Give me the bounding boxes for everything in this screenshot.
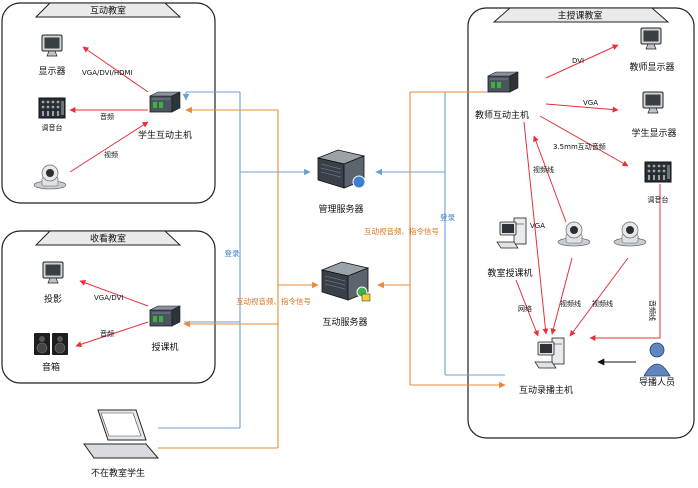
student-display-label: 学生显示器	[631, 127, 676, 139]
room-watch: 收看教室	[1, 230, 216, 384]
director-label: 导播人员	[639, 376, 675, 388]
audio-line-label: 音频线	[648, 300, 657, 321]
video1-label: 视频	[104, 150, 118, 159]
interactive-server-label: 互动服务器	[322, 316, 367, 328]
host-icon	[149, 91, 181, 113]
teacher-host-label: 教师互动主机	[475, 109, 529, 121]
recording-host-label: 互动录播主机	[519, 384, 573, 396]
link-speaker	[75, 321, 149, 348]
teaching-host-device: 授课机	[149, 305, 181, 353]
room-main-title: 主授课教室	[557, 10, 602, 22]
room-interactive-title: 互动教室	[90, 5, 126, 17]
room-watch-title: 收看教室	[90, 233, 126, 245]
link-projector	[79, 280, 149, 307]
host-icon	[487, 71, 519, 93]
network-label: 网络	[518, 304, 532, 313]
director-device: 导播人员	[639, 342, 675, 388]
mixer-left-device: 调音台	[38, 97, 66, 132]
mixer-icon	[38, 97, 66, 119]
audio2-label: 音频	[100, 329, 114, 338]
teaching-host-label: 授课机	[151, 341, 178, 353]
mixer-left-label: 调音台	[42, 123, 63, 132]
student-host-label: 学生互动主机	[138, 129, 192, 141]
mixer-right-device: 调音台	[644, 161, 672, 204]
link-camera-left	[69, 121, 149, 173]
audio35-label: 3.5mm互动音频	[553, 142, 606, 151]
vga1-label: VGA	[583, 99, 598, 107]
link-display	[82, 46, 149, 93]
host-icon	[149, 305, 181, 327]
vga-dvi-label: VGA/DVI	[94, 294, 123, 302]
projector-label: 投影	[44, 293, 62, 305]
video-line1-label: 视频线	[533, 165, 554, 174]
teacher-host-device: 教师互动主机	[475, 71, 529, 121]
student-display-device: 学生显示器	[631, 91, 677, 139]
classroom-pc-device: 教室授课机	[487, 217, 533, 279]
av-lines	[158, 91, 506, 449]
speaker-icon	[33, 332, 51, 356]
classroom-pc-label: 教室授课机	[487, 267, 532, 279]
laptop-device: 不在教室学生	[83, 409, 160, 479]
person-icon	[643, 342, 671, 377]
display-device: 显示器	[38, 34, 66, 77]
mixer-right-label: 调音台	[648, 195, 669, 204]
speaker-label: 音箱	[42, 361, 60, 373]
interactive-server-device: 互动服务器	[321, 261, 371, 328]
recording-host-device: 互动录播主机	[519, 337, 573, 396]
student-host-device: 学生互动主机	[138, 91, 192, 141]
pc-icon	[534, 337, 565, 369]
teacher-display-device: 教师显示器	[629, 27, 675, 73]
login-right-label: 登录	[440, 212, 455, 222]
speaker-device: 音箱	[33, 332, 69, 373]
audio1-label: 音频	[100, 112, 114, 121]
login-left-label: 登录	[225, 248, 240, 258]
av-cmd-left-label: 互动视音频、指令信号	[236, 296, 311, 306]
mgmt-server-device: 管理服务器	[317, 149, 366, 215]
mixer-icon	[644, 161, 672, 183]
video-line2-label: 视频线	[560, 299, 581, 308]
vga-dvi-hdmi-label: VGA/DVI/HDMI	[82, 69, 133, 77]
dvi-label: DVI	[572, 57, 584, 65]
room-main: 主授课教室	[467, 7, 695, 439]
video-line3-label: 视频线	[592, 299, 613, 308]
projector-device: 投影	[42, 261, 64, 305]
main-room-links	[515, 44, 661, 341]
login-lines	[158, 91, 505, 429]
display-label: 显示器	[38, 66, 65, 77]
remote-student-label: 不在教室学生	[91, 467, 145, 479]
teacher-display-label: 教师显示器	[629, 61, 674, 73]
mgmt-server-label: 管理服务器	[318, 203, 363, 215]
room-interactive: 互动教室	[1, 2, 216, 204]
av-cmd-right-label: 互动视音频、指令信号	[364, 226, 439, 236]
pc-icon	[496, 217, 527, 249]
vga2-label: VGA	[530, 222, 545, 230]
